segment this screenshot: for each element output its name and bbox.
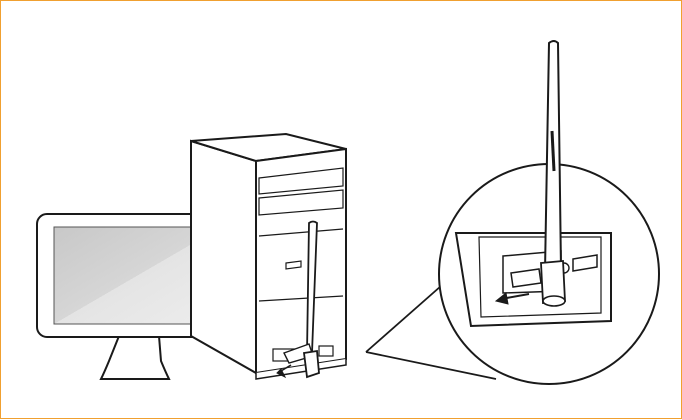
floppy-slot <box>285 260 302 270</box>
zoomed-usb-plug <box>510 268 542 288</box>
zoom-callout-lines <box>365 285 497 380</box>
tower-antenna <box>276 220 320 379</box>
tower-side <box>190 139 257 375</box>
drive-bay-1 <box>258 167 344 195</box>
computer-tower <box>190 132 347 380</box>
drive-bay-2 <box>258 189 344 216</box>
antenna <box>540 40 566 307</box>
monitor-stand <box>99 335 171 380</box>
